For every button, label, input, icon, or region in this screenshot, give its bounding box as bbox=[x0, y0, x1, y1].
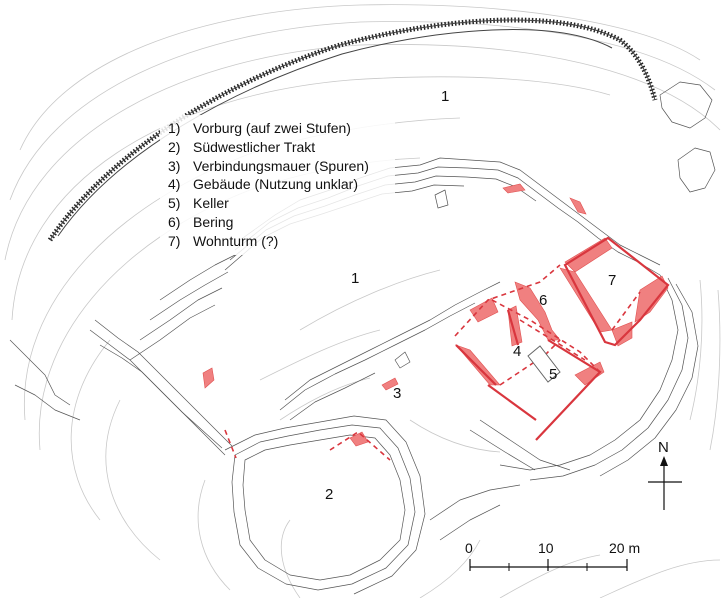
label-cellar: 5 bbox=[549, 366, 557, 383]
masonry-building-east bbox=[507, 305, 523, 347]
scale-tick-20: 20 m bbox=[609, 540, 640, 556]
north-arrow-label: N bbox=[658, 439, 669, 456]
legend-item-4: Gebäude (Nutzung unklar) bbox=[193, 176, 358, 192]
legend-num-1: 1) bbox=[168, 120, 180, 136]
label-building: 4 bbox=[513, 343, 521, 360]
scale-tick-0: 0 bbox=[465, 540, 473, 556]
legend-item-6: Bering bbox=[193, 214, 233, 230]
legend-num-3: 3) bbox=[168, 158, 180, 174]
masonry-connecting-wall bbox=[381, 377, 399, 391]
legend-num-4: 4) bbox=[168, 176, 180, 192]
area-labels: 1 1 2 3 4 5 6 7 bbox=[325, 88, 616, 503]
legend-item-7: Wohnturm (?) bbox=[193, 233, 278, 249]
legend-num-7: 7) bbox=[168, 233, 180, 249]
legend-num-5: 5) bbox=[168, 195, 180, 211]
legend-num-2: 2) bbox=[168, 139, 180, 155]
north-arrow: N bbox=[648, 439, 682, 510]
scale-tick-10: 10 bbox=[538, 540, 554, 556]
scale-bar: 0 10 20 m bbox=[465, 540, 640, 571]
label-connecting-wall: 3 bbox=[393, 385, 401, 402]
contour-lines bbox=[4, 4, 721, 598]
masonry-north-east-fragment bbox=[569, 197, 587, 215]
masonry-southwest-corner bbox=[349, 431, 369, 447]
legend-item-2: Südwestlicher Trakt bbox=[193, 139, 315, 155]
masonry-tower-east bbox=[634, 275, 669, 323]
label-vorburg-upper: 1 bbox=[441, 88, 449, 105]
north-arrow-head-icon bbox=[660, 456, 668, 466]
legend-item-3: Verbindungsmauer (Spuren) bbox=[193, 158, 369, 174]
masonry-north-fragment bbox=[502, 183, 526, 194]
label-residential-tower: 7 bbox=[608, 272, 616, 289]
masonry-west-fragment bbox=[202, 367, 215, 389]
rampart-hachures bbox=[47, 17, 658, 242]
label-southwest-wing: 2 bbox=[325, 486, 333, 503]
legend-item-1: Vorburg (auf zwei Stufen) bbox=[193, 120, 351, 136]
wall-outlines bbox=[224, 236, 670, 461]
masonry-tower-north bbox=[564, 237, 613, 273]
legend-item-5: Keller bbox=[193, 195, 229, 211]
label-curtain-wall: 6 bbox=[539, 292, 547, 309]
label-vorburg-lower: 1 bbox=[351, 270, 359, 287]
masonry-tower-west bbox=[559, 267, 613, 333]
legend: 1) Vorburg (auf zwei Stufen) 2) Südwestl… bbox=[160, 115, 395, 255]
masonry-tower-south bbox=[611, 321, 633, 347]
masonry-building-west bbox=[469, 297, 499, 323]
legend-num-6: 6) bbox=[168, 214, 180, 230]
